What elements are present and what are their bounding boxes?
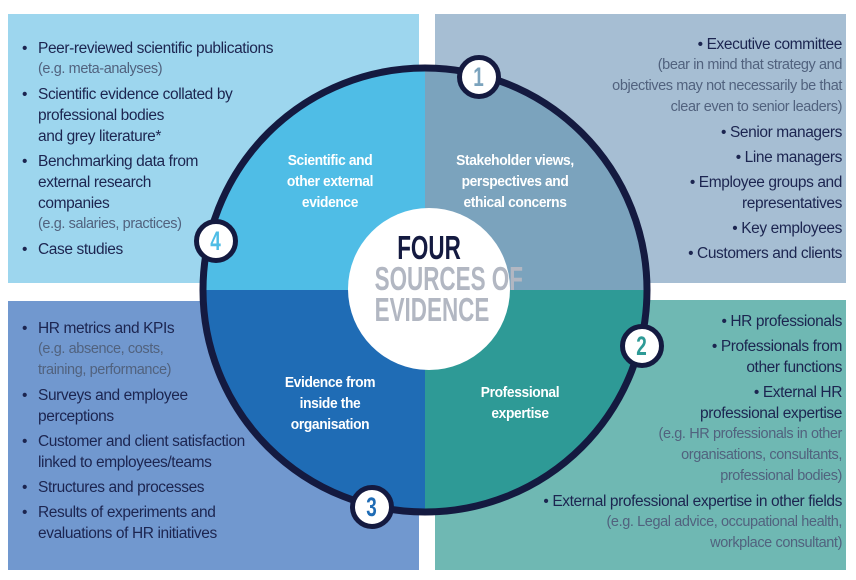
item-text: representatives <box>742 195 842 212</box>
item-text: Customer and client satisfaction <box>38 433 245 450</box>
item-text: professional expertise <box>700 405 842 422</box>
quadrant-label-line: perspectives and <box>461 173 569 190</box>
bullet-icon: • <box>22 433 28 450</box>
list-item: • HR professionals <box>543 311 842 332</box>
item-note: objectives may not necessarily be that <box>612 78 842 94</box>
quadrant-label-line: inside the <box>299 395 361 412</box>
bullet-icon: • <box>22 504 28 521</box>
list-item: • External professional expertise in oth… <box>543 491 842 554</box>
item-note: clear even to senior leaders) <box>670 99 843 115</box>
quadrant-label-line: evidence <box>301 194 359 211</box>
item-text: Results of experiments and <box>38 504 216 521</box>
quadrant-label-line: Professional <box>480 384 560 401</box>
item-text: • Customers and clients <box>688 245 842 262</box>
bullet-icon: • <box>22 40 28 57</box>
quadrant-label-line: ethical concerns <box>463 194 567 211</box>
quadrant-label-line: Scientific and <box>287 152 373 169</box>
list-item: • External HR professional expertise (e.g.… <box>543 382 843 487</box>
item-text: • Key employees <box>732 220 842 237</box>
bullet-icon: • <box>22 387 28 404</box>
item-text: and grey literature* <box>38 128 161 145</box>
list-item: • Senior managers <box>612 122 842 143</box>
item-note: training, performance) <box>38 362 172 378</box>
bullet-icon: • <box>22 479 28 496</box>
item-note: (e.g. HR professionals in other <box>658 426 843 442</box>
number-badge-1: 1 <box>457 55 501 99</box>
list-item: • Results of experiments and evaluations o… <box>22 502 245 544</box>
center-circle <box>348 208 510 370</box>
item-note: (e.g. Legal advice, occupational health, <box>606 514 842 530</box>
item-text: evaluations of HR initiatives <box>38 525 217 542</box>
quadrant-label-scientific: Scientific and other external evidence <box>261 150 399 213</box>
item-note: (e.g. salaries, practices) <box>38 216 182 232</box>
center-title-line2: SOURCES OF <box>374 260 523 297</box>
stakeholder-list: • Executive committee (bear in mind that … <box>612 34 842 268</box>
number-badge-4: 4 <box>194 219 238 263</box>
item-text: Peer-reviewed scientific publications <box>38 40 274 57</box>
list-item: • Benchmarking data from external research… <box>22 151 273 235</box>
organisation-evidence-list: • HR metrics and KPIs (e.g. absence, costs… <box>22 318 245 548</box>
item-text: Structures and processes <box>38 479 205 496</box>
number-badge-3: 3 <box>350 485 394 529</box>
scientific-evidence-list: • Peer-reviewed scientific publications (e… <box>22 38 273 264</box>
quadrant-label-line: Evidence from <box>284 374 376 391</box>
list-item: • Customer and client satisfaction linked … <box>22 431 245 473</box>
center-title: FOUR SOURCES OF EVIDENCE <box>349 229 523 328</box>
center-title-line1: FOUR <box>397 229 461 266</box>
list-item: • Scientific evidence collated by professi… <box>22 84 273 147</box>
item-note: (bear in mind that strategy and <box>657 57 843 73</box>
list-item: • Customers and clients <box>612 243 842 264</box>
list-item: • Line managers <box>612 147 843 168</box>
item-text: • Employee groups and <box>689 174 843 191</box>
list-item: • Executive committee (bear in mind that … <box>612 34 842 118</box>
quadrant-label-line: expertise <box>491 405 549 422</box>
bullet-icon: • <box>22 153 28 170</box>
item-text: Benchmarking data from <box>38 153 199 170</box>
item-text: perceptions <box>38 408 114 425</box>
item-text: • Senior managers <box>721 124 842 141</box>
bullet-icon: • <box>22 86 28 103</box>
bullet-icon: • <box>22 320 28 337</box>
quadrant-label-line: Stakeholder views, <box>456 152 574 169</box>
item-text: professional bodies <box>38 107 164 124</box>
list-item: • Key employees <box>612 218 842 239</box>
item-text: Case studies <box>38 241 123 258</box>
item-text: external research <box>38 174 151 191</box>
item-text: companies <box>38 195 110 212</box>
item-text: • Line managers <box>735 149 843 166</box>
quadrant-label-line: other external <box>286 173 374 190</box>
item-text: linked to employees/teams <box>38 454 212 471</box>
item-note: (e.g. meta-analyses) <box>38 61 163 77</box>
item-note: organisations, consultants, <box>681 447 842 463</box>
quadrant-label-professional: Professional expertise <box>451 382 589 424</box>
item-text: HR metrics and KPIs <box>38 320 175 337</box>
number-badge-2: 2 <box>620 324 664 368</box>
item-text: • External HR <box>753 384 842 401</box>
quadrant-label-stakeholder: Stakeholder views, perspectives and ethica… <box>446 150 584 213</box>
center-title-line3: EVIDENCE <box>374 291 490 328</box>
professional-expertise-list: • HR professionals • Professionals from ot… <box>543 311 842 558</box>
item-text: Scientific evidence collated by <box>38 86 233 103</box>
quadrant-label-line: organisation <box>290 416 370 433</box>
item-text: other functions <box>746 359 842 376</box>
list-item: • Employee groups and representatives <box>612 172 843 214</box>
item-note: (e.g. absence, costs, <box>38 341 164 357</box>
item-text: • Executive committee <box>697 36 843 53</box>
wheel-ring <box>199 64 651 516</box>
quadrant-label-organisation: Evidence from inside the organisation <box>261 372 399 435</box>
item-text: • HR professionals <box>721 313 842 330</box>
item-text: • External professional expertise in oth… <box>543 493 842 510</box>
bullet-icon: • <box>22 241 28 258</box>
list-item: • HR metrics and KPIs (e.g. absence, costs… <box>22 318 245 381</box>
list-item: • Case studies <box>22 239 273 260</box>
item-text: • Professionals from <box>711 338 842 355</box>
list-item: • Peer-reviewed scientific publications (e… <box>22 38 273 80</box>
list-item: • Structures and processes <box>22 477 245 498</box>
item-note: workplace consultant) <box>710 535 842 551</box>
item-text: Surveys and employee <box>38 387 188 404</box>
item-note: professional bodies) <box>720 468 842 484</box>
list-item: • Surveys and employee perceptions <box>22 385 245 427</box>
list-item: • Professionals from other functions <box>543 336 842 378</box>
